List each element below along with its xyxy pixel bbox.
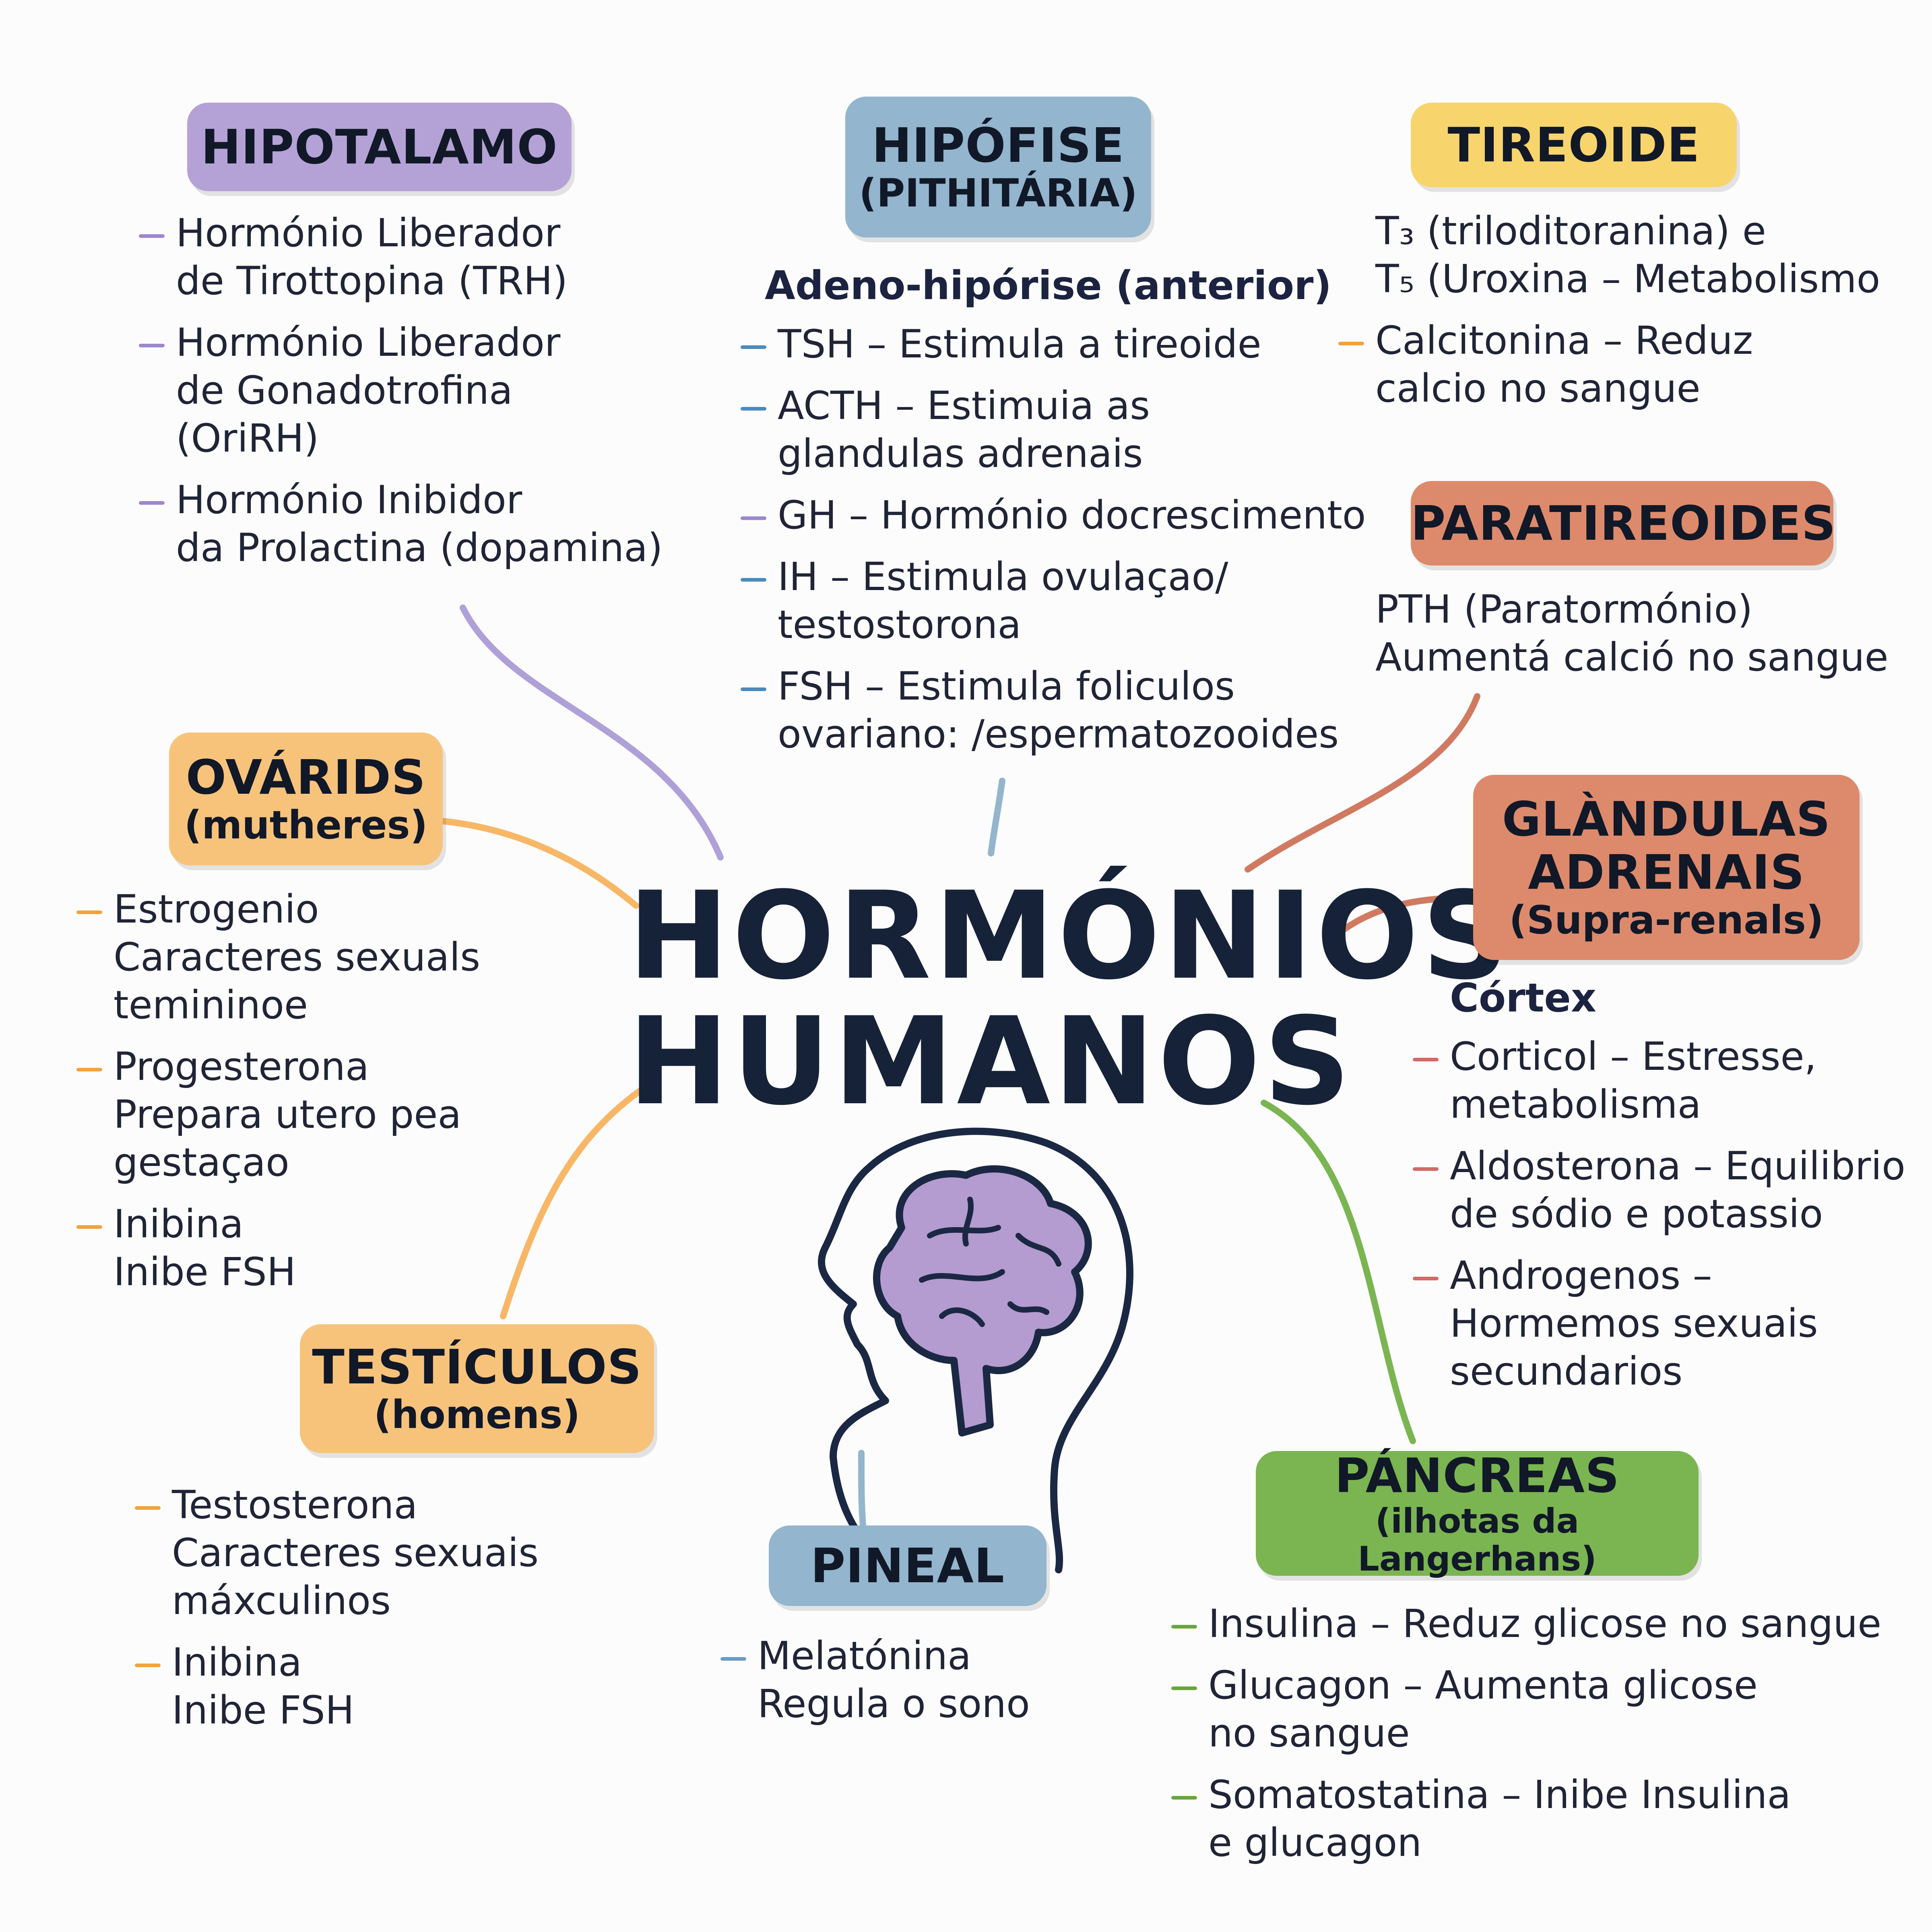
main-title-line-1: HORMÓNIOS bbox=[628, 866, 1512, 1006]
adrenais-box: GLÀNDULAS ADRENAIS (Supra-renals) bbox=[1473, 775, 1860, 960]
adrenais-section-title: Córtex bbox=[1450, 975, 1597, 1021]
list-item: Inibina Inibe FSH bbox=[76, 1200, 480, 1296]
connector-hipofise bbox=[988, 778, 1005, 857]
pancreas-title: PÁNCREAS bbox=[1334, 1447, 1620, 1503]
connector-testiculos bbox=[500, 1088, 643, 1319]
pancreas-list: Insulina – Reduz glicose no sangue Gluca… bbox=[1171, 1600, 1881, 1880]
paratireoides-list: PTH (Paratormónio) Aumentá calció no san… bbox=[1338, 586, 1889, 695]
connector-ovarios bbox=[440, 818, 639, 909]
hipotalamo-title: HIPOTALAMO bbox=[201, 119, 558, 175]
list-item: Melatónina Regula o sono bbox=[720, 1632, 1030, 1728]
connector-paratireoides bbox=[1245, 693, 1480, 873]
adrenais-title: GLÀNDULAS bbox=[1502, 791, 1831, 847]
ovarios-list: Estrogenio Caracteres sexuals temininoe … bbox=[76, 886, 480, 1310]
adrenais-subtitle: (Supra-renals) bbox=[1509, 898, 1824, 943]
list-item: T₃ (triloditoranina) e T₅ (Uroxina – Met… bbox=[1375, 208, 1880, 302]
list-item: Hormónio Liberador de Tirottopina (TRH) bbox=[139, 209, 663, 305]
list-item: TSH – Estimula a tireoide bbox=[741, 320, 1366, 368]
testiculos-list: Testosterona Caracteres sexuais máxculin… bbox=[135, 1481, 539, 1748]
list-item: Progesterona Prepara utero pea gestaçao bbox=[76, 1043, 480, 1187]
adrenais-list: Córtex Corticol – Estresse, metabolisma … bbox=[1413, 974, 1905, 1409]
list-item: GH – Hormónio docrescimento bbox=[741, 491, 1366, 539]
adrenais-title-2: ADRENAIS bbox=[1528, 844, 1805, 900]
paratireoides-box: PARATIREOIDES bbox=[1411, 481, 1836, 566]
hipotalamo-box: HIPOTALAMO bbox=[187, 103, 572, 191]
list-item: Calcitonina – Reduz calcio no sangue bbox=[1338, 317, 1880, 413]
ovarios-box: OVÁRIDS (mutheres) bbox=[169, 733, 443, 865]
head-outline bbox=[817, 1127, 1133, 1573]
head-with-brain-icon bbox=[817, 1127, 1133, 1573]
main-title: HORMÓNIOS HUMANOS bbox=[628, 866, 1512, 1132]
connector-pineal bbox=[858, 1450, 866, 1529]
hipofise-section-title: Adeno-hipórise (anterior) bbox=[765, 263, 1332, 309]
paratireoides-title: PARATIREOIDES bbox=[1411, 495, 1836, 551]
list-item: IH – Estimula ovulaçao/ testostorona bbox=[741, 553, 1366, 649]
hipofise-list: Adeno-hipórise (anterior) TSH – Estimula… bbox=[741, 262, 1366, 772]
hipofise-subtitle: (PITHITÁRIA) bbox=[859, 171, 1137, 216]
list-item: Testosterona Caracteres sexuais máxculin… bbox=[135, 1481, 539, 1625]
list-item: Inibina Inibe FSH bbox=[135, 1639, 539, 1734]
list-item: Glucagon – Aumenta glicose no sangue bbox=[1171, 1662, 1881, 1757]
pineal-title: PINEAL bbox=[810, 1538, 1005, 1593]
tireoide-list: T₃ (triloditoranina) e T₅ (Uroxina – Met… bbox=[1338, 207, 1880, 426]
pineal-box: PINEAL bbox=[769, 1525, 1046, 1606]
tireoide-title: TIREOIDE bbox=[1447, 117, 1700, 173]
testiculos-title: TESTÍCULOS bbox=[312, 1339, 642, 1395]
list-item: PTH (Paratormónio) Aumentá calció no san… bbox=[1375, 587, 1889, 680]
pancreas-subtitle: (ilhotas da Langerhans) bbox=[1358, 1501, 1597, 1579]
testiculos-box: TESTÍCULOS (homens) bbox=[300, 1324, 654, 1453]
pancreas-box: PÁNCREAS (ilhotas da Langerhans) bbox=[1256, 1447, 1699, 1579]
main-title-line-2: HUMANOS bbox=[628, 991, 1354, 1132]
tireoide-box: TIREOIDE bbox=[1411, 103, 1737, 187]
list-item: Hormónio Inibidor da Prolactina (dopamin… bbox=[139, 476, 663, 572]
brain-shape bbox=[873, 1165, 1092, 1437]
connector-hipotalamo bbox=[460, 605, 724, 861]
connector-pancreas bbox=[1261, 1100, 1416, 1444]
list-item: Aldosterona – Equilibrio de sódio e pota… bbox=[1413, 1142, 1905, 1238]
connector-adrenais bbox=[1325, 894, 1476, 945]
list-item: Corticol – Estresse, metabolisma bbox=[1413, 1033, 1905, 1129]
ovarios-subtitle: (mutheres) bbox=[184, 803, 428, 848]
list-item: Androgenos – Hormemos sexuais secundario… bbox=[1413, 1252, 1905, 1395]
pineal-list: Melatónina Regula o sono bbox=[720, 1632, 1030, 1742]
list-item: Somatostatina – Inibe Insulina e glucago… bbox=[1171, 1771, 1881, 1867]
ovarios-title: OVÁRIDS bbox=[186, 749, 426, 805]
hipofise-title: HIPÓFISE bbox=[872, 118, 1125, 173]
list-item: FSH – Estimula foliculos ovariano: /espe… bbox=[741, 663, 1366, 758]
testiculos-subtitle: (homens) bbox=[374, 1392, 580, 1438]
list-item: Estrogenio Caracteres sexuals temininoe bbox=[76, 886, 480, 1029]
hipotalamo-list: Hormónio Liberador de Tirottopina (TRH) … bbox=[139, 209, 663, 586]
hipofise-box: HIPÓFISE (PITHITÁRIA) bbox=[845, 97, 1151, 237]
list-item: Insulina – Reduz glicose no sangue bbox=[1171, 1600, 1881, 1648]
list-item: ACTH – Estimuia as glandulas adrenais bbox=[741, 382, 1366, 478]
list-item: Hormónio Liberador de Gonadotrofina (Ori… bbox=[139, 319, 663, 462]
